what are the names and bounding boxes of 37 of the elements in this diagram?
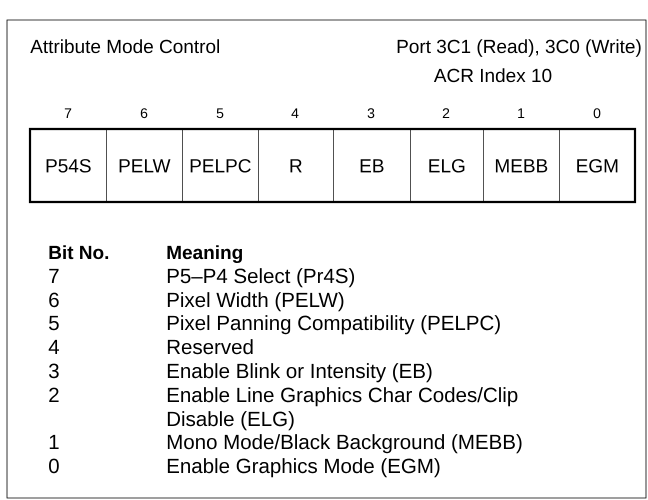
node-label: P54S	[46, 159, 91, 173]
table-cell: 7	[49, 268, 59, 283]
column-header: Bit No.	[49, 245, 108, 260]
table-cell: 5	[49, 316, 59, 330]
table-cell: 3	[49, 364, 59, 378]
index-label: ACR Index 10	[434, 68, 552, 82]
bit-field-cell: MEBB	[483, 129, 560, 203]
bit-field-cell: EGM	[559, 129, 636, 203]
bit-field-cell: EB	[333, 129, 411, 203]
table-cell: 6	[49, 292, 59, 308]
bit-field-cell: R	[258, 129, 334, 203]
bit-number: 5	[216, 108, 224, 118]
port-label: Port 3C1 (Read), 3C0 (Write)	[398, 39, 641, 57]
table-cell: 1	[50, 434, 59, 449]
bit-number: 3	[368, 108, 374, 118]
table-cell: 2	[49, 388, 59, 402]
bit-field-cell: PELW	[106, 129, 183, 203]
table-cell: Enable Line Graphics Char Codes/Clip Disable (ELG)	[168, 387, 518, 430]
title: Attribute Mode Control	[30, 39, 219, 54]
table-cell: Enable Blink or Intensity (EB)	[168, 363, 432, 382]
bit-number: 2	[442, 108, 450, 118]
table-cell: 0	[49, 458, 59, 474]
column-header: Meaning	[167, 245, 242, 264]
bit-number: 6	[140, 108, 148, 118]
table-cell: 4	[48, 340, 60, 354]
table-cell: Pixel Panning Compatibility (PELPC)	[168, 315, 500, 334]
table-cell: P5–P4 Select (Pr4S)	[168, 268, 354, 288]
bit-field-cell: ELG	[410, 129, 484, 203]
bit-number: 7	[64, 108, 72, 118]
bit-number: 0	[594, 108, 600, 118]
table-cell: Mono Mode/Black Background (MEBB)	[168, 434, 522, 454]
table-cell: Reserved	[168, 339, 253, 354]
bit-number: 4	[291, 108, 298, 118]
table-cell: Pixel Width (PELW)	[168, 292, 344, 312]
table-cell: Enable Graphics Mode (EGM)	[168, 458, 440, 478]
bit-number: 1	[518, 108, 524, 118]
bit-field-cell: PELPC	[182, 129, 259, 203]
